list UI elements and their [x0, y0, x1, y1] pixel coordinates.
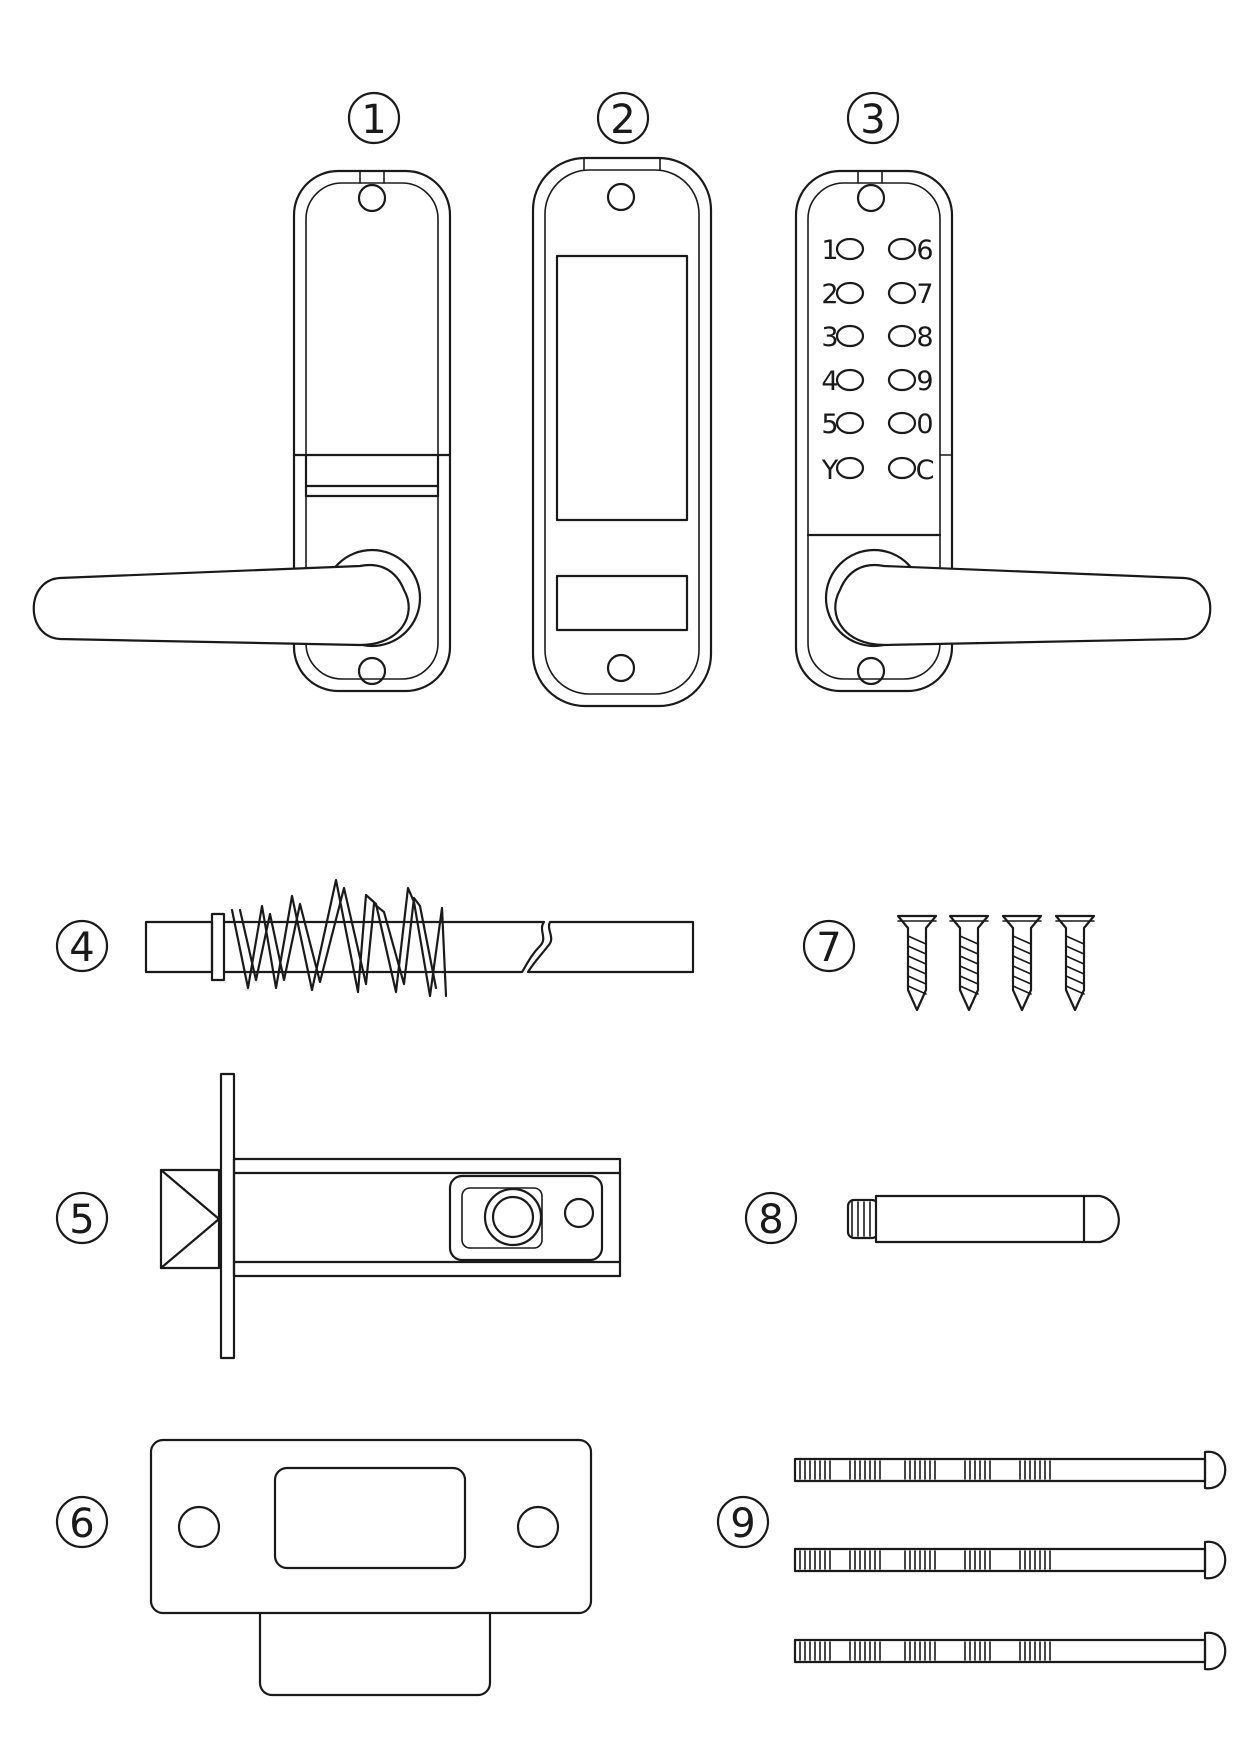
- callout-7: 7: [802, 919, 856, 973]
- top-screw-hole: [606, 182, 636, 212]
- key-button: [835, 411, 865, 435]
- latch-case: [232, 1157, 622, 1278]
- part-9-connecting-bolts: [793, 1450, 1227, 1671]
- callout-3-label: 3: [860, 97, 885, 143]
- latch-faceplate: [219, 1072, 236, 1360]
- part-7-wood-screws: [896, 914, 1096, 1012]
- callout-3: 3: [846, 91, 900, 145]
- part-5-latch: [159, 1072, 622, 1360]
- callout-4: 4: [55, 919, 109, 973]
- lever-handle-left: [32, 548, 422, 648]
- key-label: 3: [821, 322, 838, 353]
- key-label: 4: [821, 366, 838, 397]
- key-button: [835, 456, 865, 480]
- latch-bolt: [159, 1168, 221, 1270]
- callout-1-label: 1: [361, 97, 386, 143]
- key-button: [835, 281, 865, 305]
- key-label: C: [916, 455, 935, 486]
- key-label: 6: [916, 235, 933, 266]
- key-label: 1: [821, 235, 838, 266]
- key-button: [887, 368, 917, 392]
- part-3-keypad-lock-body: 1 2 3 4 5 Y 6 7 8 9 0 C: [794, 169, 1212, 693]
- bottom-screw-hole: [357, 656, 387, 686]
- machine-bolt: [793, 1540, 1227, 1580]
- callout-9: 9: [716, 1495, 770, 1549]
- top-screw-hole: [357, 183, 387, 213]
- key-label: 5: [821, 409, 838, 440]
- callout-5-label: 5: [69, 1197, 94, 1243]
- callout-7-label: 7: [816, 925, 841, 971]
- key-button: [835, 237, 865, 261]
- key-label: 8: [916, 322, 933, 353]
- wood-screw: [948, 914, 990, 1012]
- key-label: 2: [821, 279, 838, 310]
- large-cutout: [555, 254, 689, 522]
- key-label: 7: [916, 279, 933, 310]
- callout-8-label: 8: [758, 1197, 783, 1243]
- key-button: [887, 411, 917, 435]
- key-label: Y: [821, 455, 839, 486]
- part-1-back-lock-body: [32, 169, 452, 693]
- top-screw-hole: [856, 183, 886, 213]
- wood-screw: [896, 914, 938, 1012]
- part-2-mounting-plate: [531, 156, 713, 708]
- callout-1: 1: [347, 91, 401, 145]
- bottom-screw-hole: [606, 653, 636, 683]
- key-button: [835, 324, 865, 348]
- callout-6-label: 6: [69, 1501, 94, 1547]
- machine-bolt: [793, 1631, 1227, 1671]
- keypad: 1 2 3 4 5 Y 6 7 8 9 0 C: [821, 235, 935, 486]
- part-6-strike-plate: [149, 1438, 593, 1697]
- part-8-connecting-post: [846, 1194, 1120, 1244]
- callout-4-label: 4: [69, 925, 94, 971]
- callout-5: 5: [55, 1191, 109, 1245]
- wood-screw: [1054, 914, 1096, 1012]
- key-button: [887, 324, 917, 348]
- wood-screw: [1001, 914, 1043, 1012]
- bottom-screw-hole: [856, 656, 886, 686]
- key-label: 0: [916, 409, 933, 440]
- callout-2-label: 2: [610, 97, 635, 143]
- callout-9-label: 9: [730, 1501, 755, 1547]
- key-button: [887, 237, 917, 261]
- key-button: [835, 368, 865, 392]
- key-button: [887, 281, 917, 305]
- part-4-spindle-with-spring: [144, 878, 695, 998]
- callout-2: 2: [596, 91, 650, 145]
- lever-handle-right: [824, 548, 1212, 648]
- callout-6: 6: [55, 1495, 109, 1549]
- key-label: 9: [916, 366, 933, 397]
- machine-bolt: [793, 1450, 1227, 1490]
- small-cutout: [555, 574, 689, 632]
- key-button: [887, 456, 917, 480]
- callout-8: 8: [744, 1191, 798, 1245]
